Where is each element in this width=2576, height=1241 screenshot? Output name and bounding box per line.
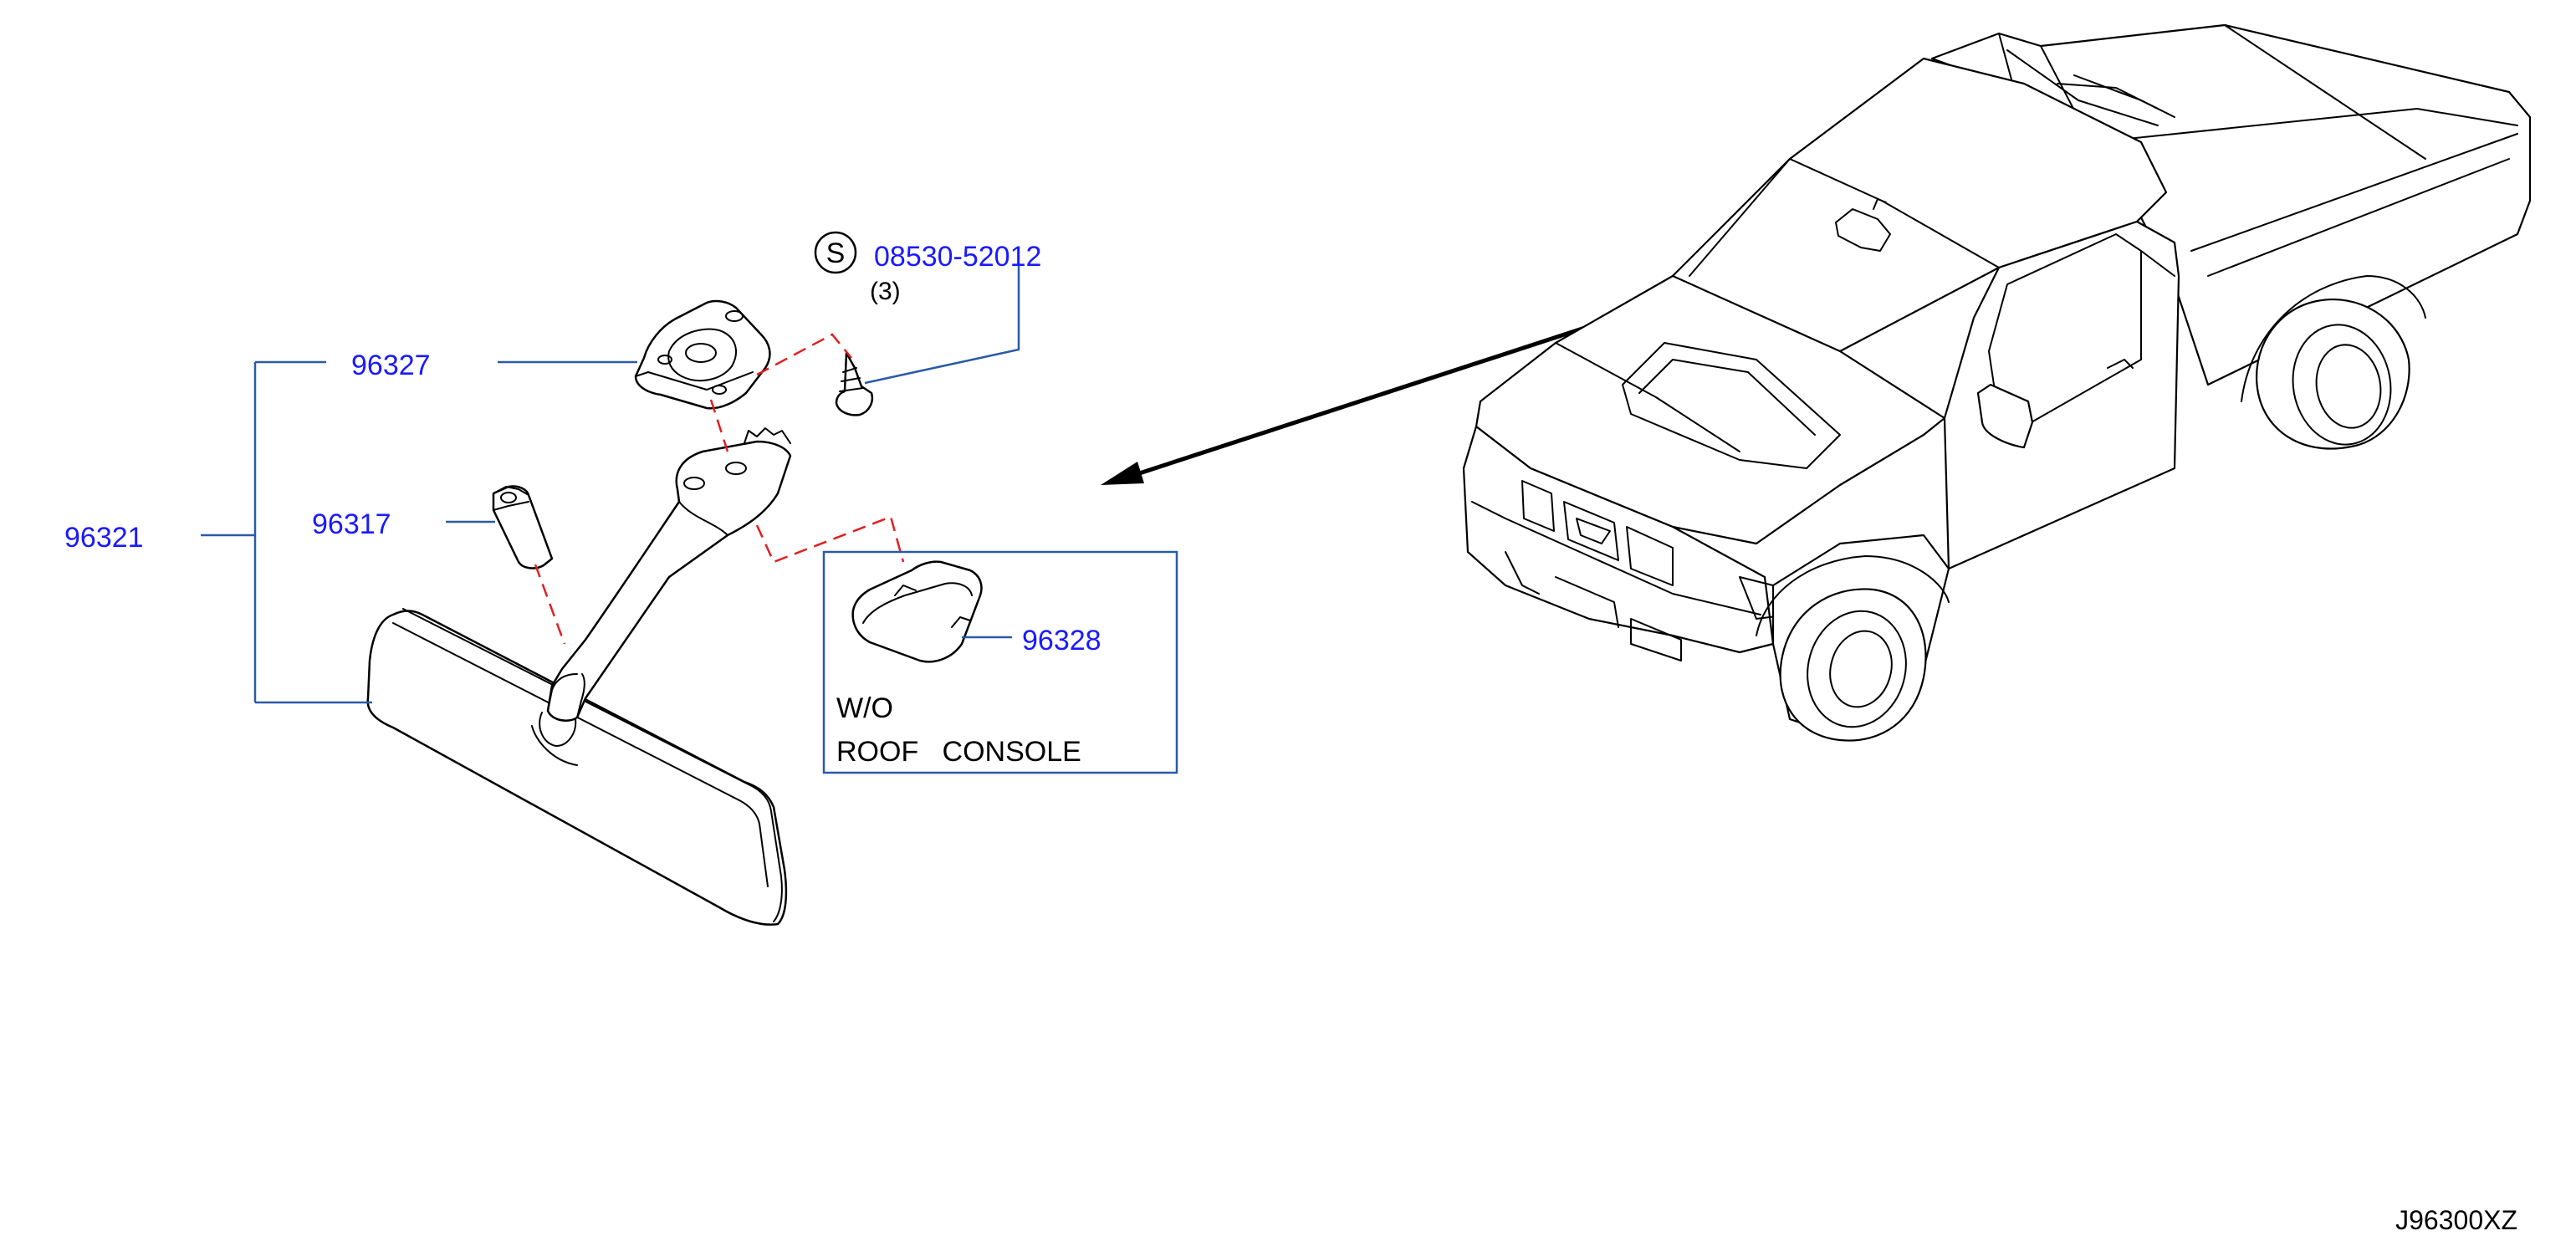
callout-96321[interactable]: 96321 xyxy=(64,522,144,554)
diagram-reference-code: J96300XZ xyxy=(2395,1205,2517,1235)
callout-96327[interactable]: 96327 xyxy=(351,350,431,381)
mirror-base-part xyxy=(634,299,771,410)
mirror-cover-part xyxy=(492,485,554,569)
mirror-rim xyxy=(402,608,783,922)
callout-96328[interactable]: 96328 xyxy=(1022,625,1101,656)
truck-illustration xyxy=(1462,23,2532,742)
variant-box xyxy=(822,550,1178,774)
screw-quantity: (3) xyxy=(870,278,901,305)
mirror-assembly xyxy=(366,427,792,926)
leader-lines xyxy=(201,266,1020,704)
variant-label-line2: ROOF CONSOLE xyxy=(836,736,1081,768)
variant-label-line1: W/O xyxy=(836,692,893,724)
arrow-head xyxy=(1101,462,1144,485)
screw-part xyxy=(835,351,874,416)
standard-part-symbol xyxy=(814,231,857,274)
assembly-link-lines xyxy=(534,333,905,645)
mirror-stay-arm xyxy=(546,440,792,722)
callout-08530-52012[interactable]: 08530-52012 xyxy=(874,241,1041,273)
standard-part-symbol-letter: S xyxy=(826,237,846,269)
alt-mirror-cover-part xyxy=(851,560,983,663)
callout-96317[interactable]: 96317 xyxy=(312,508,391,540)
